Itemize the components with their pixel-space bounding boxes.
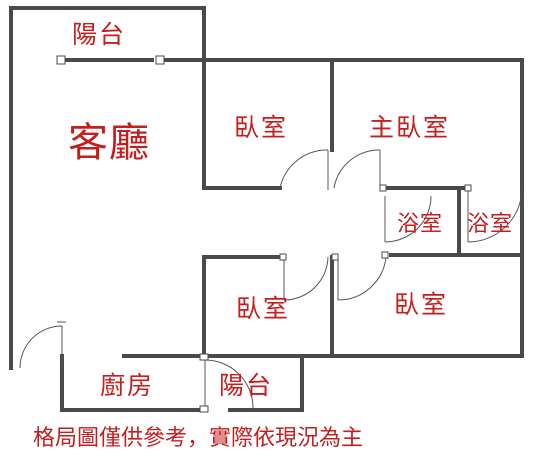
- master-bedroom-label: 主臥室: [369, 113, 451, 142]
- bathroom-1-label: 浴室: [397, 212, 444, 237]
- bedroom-upper-left-label: 臥室: [234, 113, 289, 142]
- balcony-top-label: 陽台: [72, 20, 127, 49]
- living-room-label: 客廳: [68, 120, 150, 166]
- disclaimer-text: 格局圖僅供參考，實際依現況為主: [33, 426, 364, 451]
- wall-posts: [56, 55, 472, 413]
- balcony-bottom-label: 陽台: [219, 371, 274, 400]
- doors: [19, 149, 523, 410]
- bedroom-lower-right-label: 臥室: [394, 290, 449, 319]
- bathroom-2-label: 浴室: [467, 212, 514, 237]
- walls: [9, 6, 524, 412]
- bedroom-lower-left-label: 臥室: [236, 294, 291, 323]
- kitchen-label: 廚房: [100, 371, 155, 400]
